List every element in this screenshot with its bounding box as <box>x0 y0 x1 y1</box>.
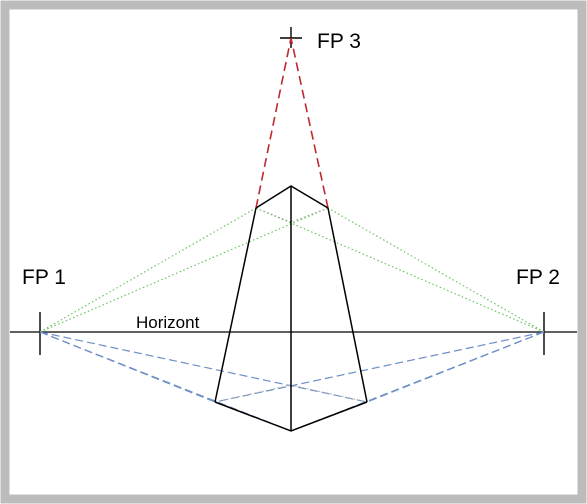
lower-vanishing-lines <box>39 331 545 432</box>
horizon-label: Horizont <box>136 313 200 332</box>
hidden-edges <box>214 207 368 403</box>
fp1-label: FP 1 <box>22 266 66 289</box>
perspective-object <box>214 185 368 432</box>
vertical-vanishing-lines <box>255 37 329 209</box>
upper-vanishing-lines <box>39 207 545 333</box>
fp3-label: FP 3 <box>317 30 361 53</box>
fp2-label: FP 2 <box>516 266 560 289</box>
fp3-marker <box>280 27 302 48</box>
